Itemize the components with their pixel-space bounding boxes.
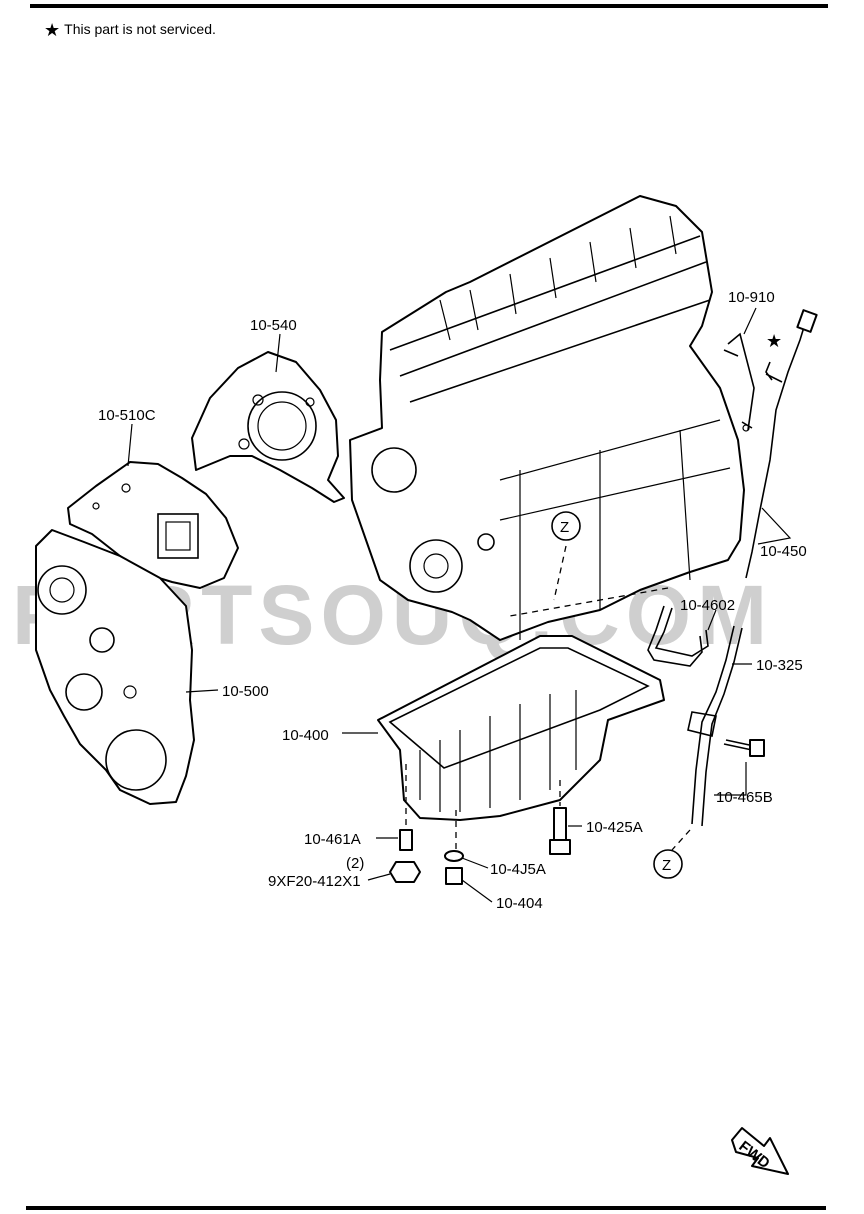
label-10-325: 10-325	[756, 657, 803, 674]
engine-block	[349, 195, 745, 641]
reference-circle-z	[653, 849, 683, 879]
leader-line	[461, 879, 493, 903]
leader-line	[367, 873, 391, 881]
drain-plug-10-404	[445, 867, 463, 885]
oil-strainer-pipe	[647, 605, 703, 667]
fwd-arrow-icon: FWD	[731, 1127, 789, 1175]
oil-level-sensor	[723, 332, 783, 432]
leader-line	[714, 762, 747, 796]
service-note: ★This part is not serviced.	[44, 20, 216, 41]
leader-line	[185, 689, 219, 693]
bolt-10-465b	[723, 739, 765, 757]
timing-cover-upper	[67, 461, 239, 589]
label-10-404: 10-404	[496, 895, 543, 912]
top-rule	[30, 4, 828, 8]
label-10-500: 10-500	[222, 683, 269, 700]
assembly-line	[671, 829, 691, 851]
nut-9xf20	[389, 861, 421, 883]
label-10-450: 10-450	[760, 543, 807, 560]
leader-line	[275, 333, 281, 373]
label-10-400: 10-400	[282, 727, 329, 744]
leader-line	[461, 857, 489, 869]
leader-line	[127, 423, 133, 467]
label-10-910: 10-910	[728, 289, 775, 306]
star-icon: ★	[44, 20, 61, 40]
label-10-465b: 10-465B	[716, 789, 773, 806]
dipstick	[745, 309, 818, 579]
dipstick-tube	[687, 625, 743, 827]
label-10-540: 10-540	[250, 317, 297, 334]
label-10-510c: 10-510C	[98, 407, 156, 424]
timing-cover-lower	[35, 529, 195, 805]
reference-z-label: Z	[662, 857, 671, 874]
stud-10-461a	[399, 829, 413, 851]
assembly-line	[553, 545, 567, 601]
star-icon: ★	[766, 331, 782, 351]
label-10-425a: 10-425A	[586, 819, 643, 836]
label-10-461a: 10-461A	[304, 831, 361, 848]
oil-pan	[377, 635, 665, 821]
label-10-4j5a: 10-4J5A	[490, 861, 546, 878]
reference-circle-z	[551, 511, 581, 541]
assembly-line	[509, 587, 669, 617]
label-9xf20-412x1: 9XF20-412X1	[268, 873, 361, 890]
bottom-rule	[26, 1206, 826, 1210]
label-10-4602: 10-4602	[680, 597, 735, 614]
bolt-10-425a	[549, 807, 571, 855]
star-marker-bolt	[765, 361, 773, 381]
leader-line	[757, 507, 792, 545]
gasket-10-4j5a	[444, 850, 464, 862]
label-quantity: (2)	[346, 855, 364, 872]
service-note-text: This part is not serviced.	[64, 21, 216, 37]
rear-plate	[191, 351, 345, 503]
oil-strainer-pipe-edge	[654, 607, 709, 657]
reference-z-label: Z	[560, 519, 569, 536]
leader-line	[743, 307, 757, 335]
leader-line	[707, 609, 717, 631]
